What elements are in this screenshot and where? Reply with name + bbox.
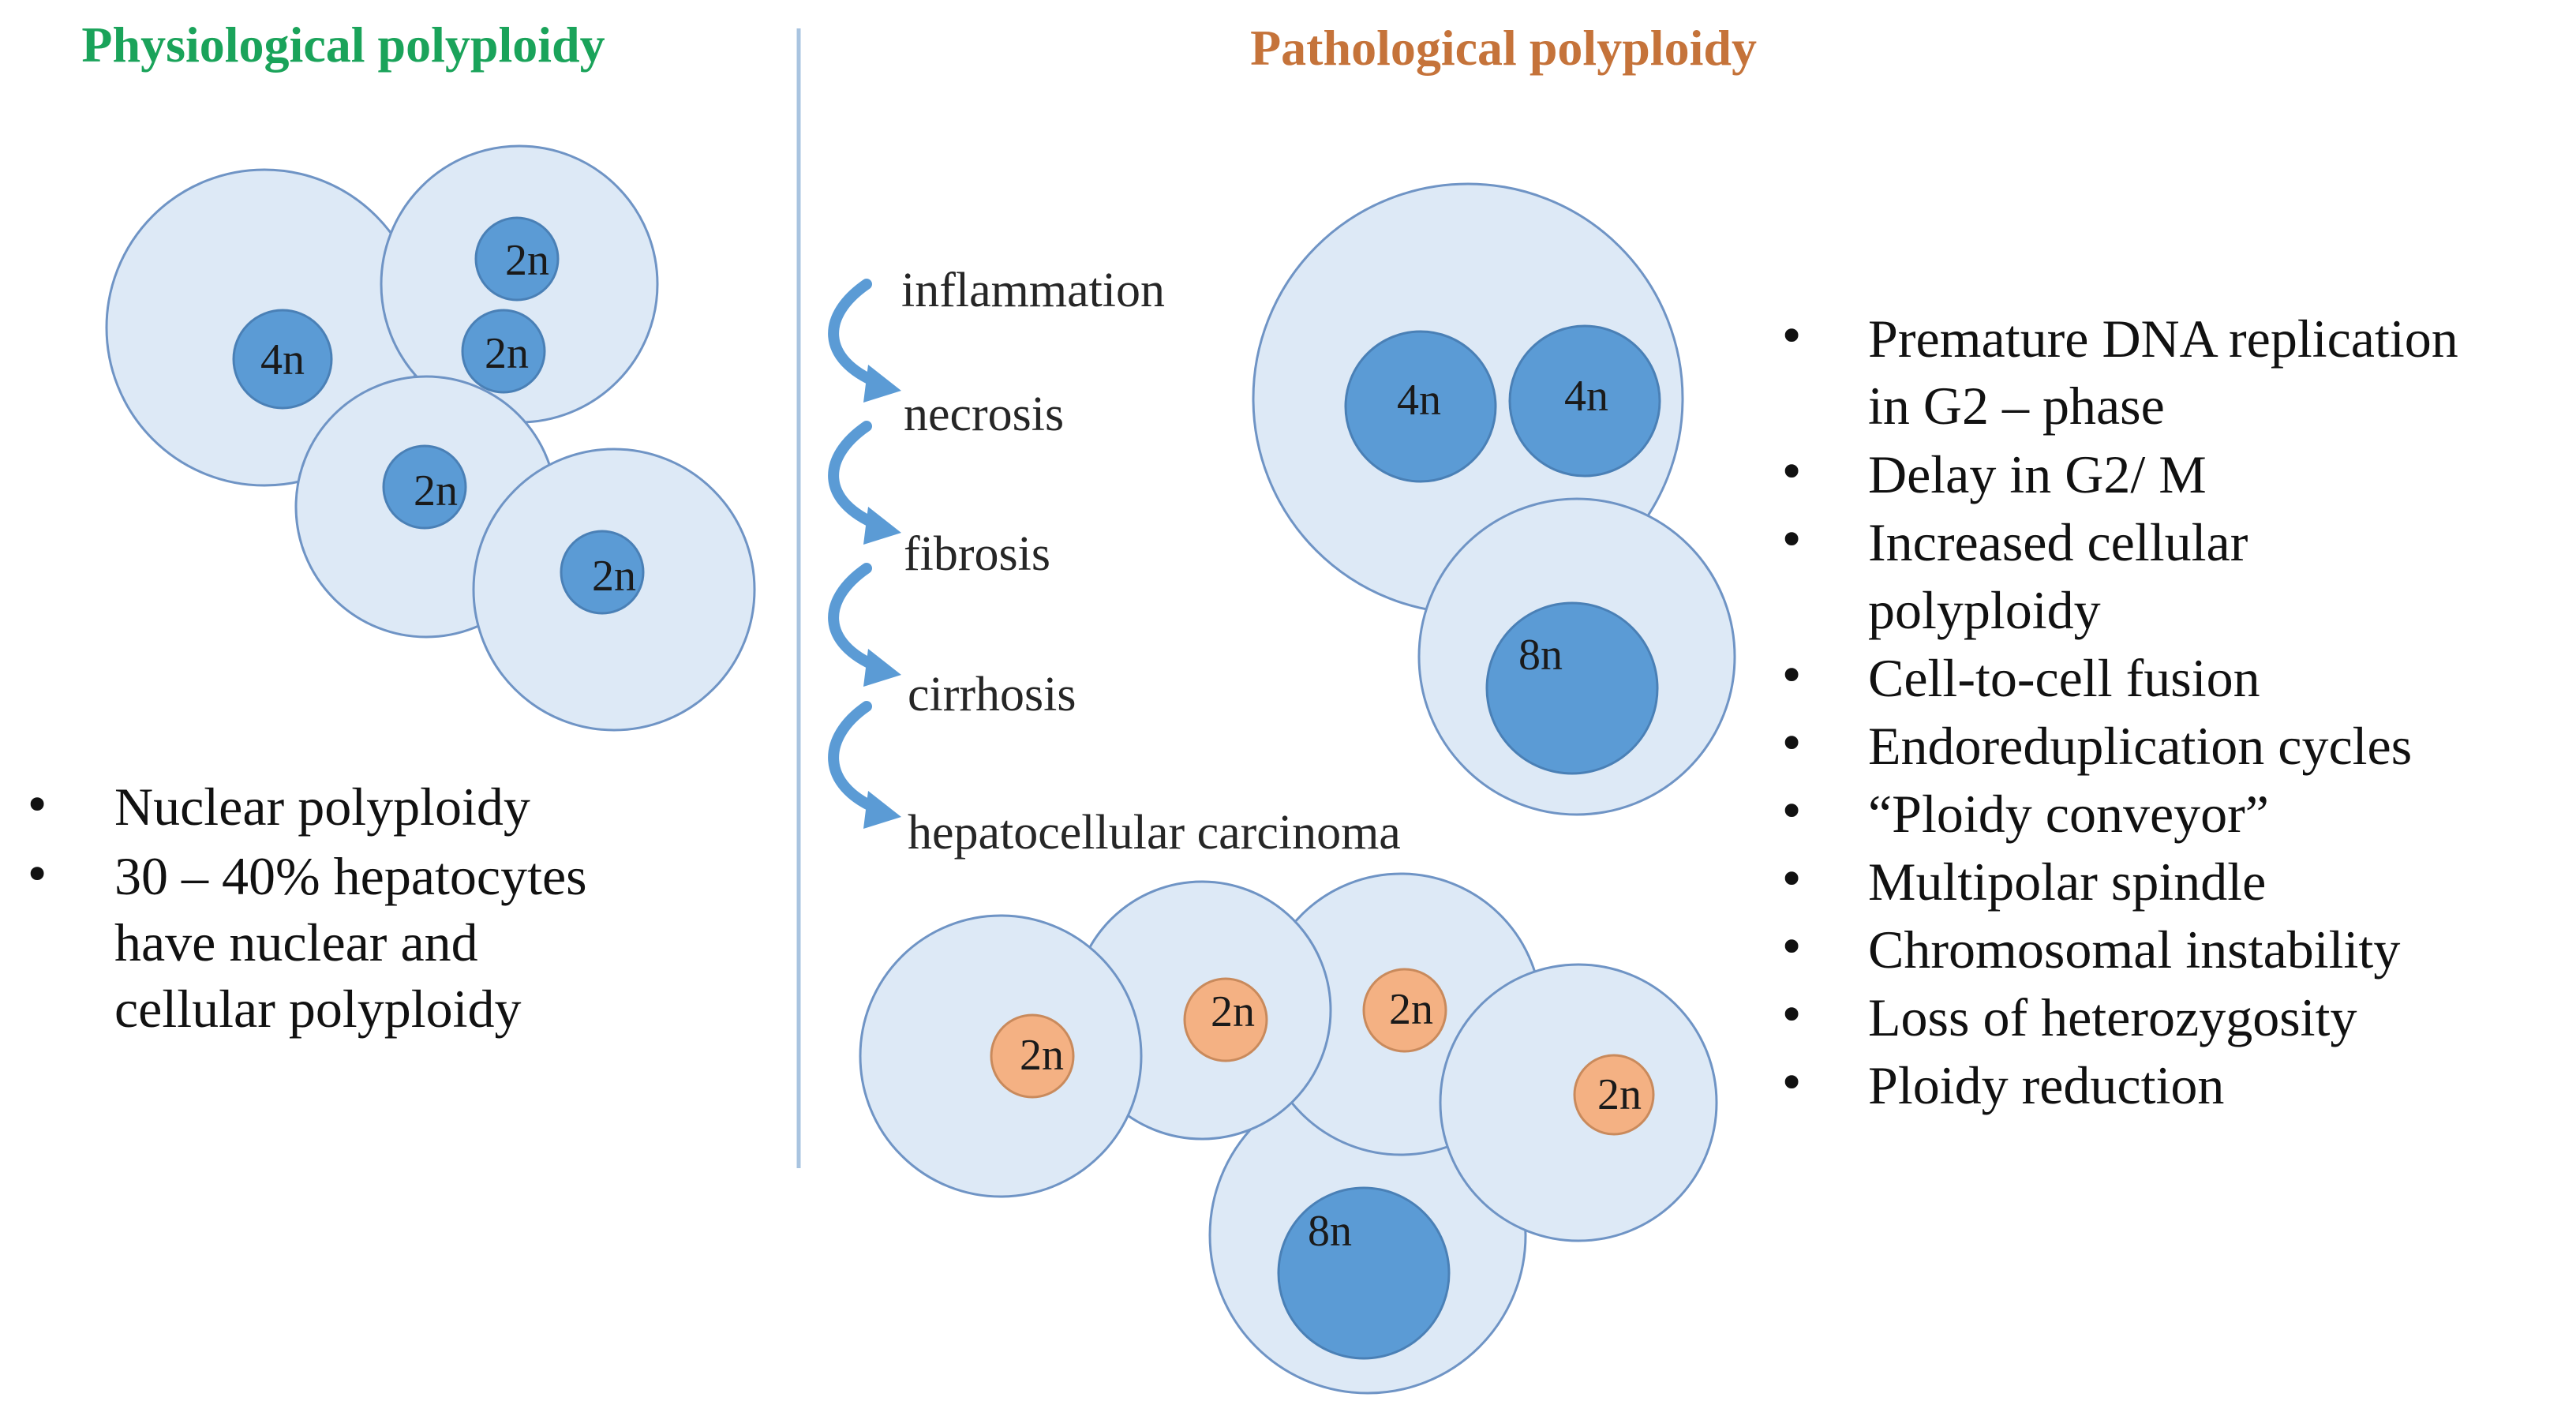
arrowhead: [863, 365, 901, 403]
nucleus-8n: [1277, 1186, 1451, 1360]
nucleus-2n-abnormal: [1362, 968, 1447, 1053]
pathological-upper-cells: 4n 4n 8n: [1252, 182, 1736, 816]
list-item-continued: have nuclear and: [114, 912, 478, 972]
curved-arrow: [828, 563, 883, 672]
physiological-cell-cluster: 4n 2n 2n 2n 2n: [105, 144, 756, 732]
nucleus-label: 8n: [1518, 631, 1563, 680]
nucleus-label: 4n: [260, 335, 305, 384]
bullet-dot: •: [1778, 309, 1805, 363]
list-item: Loss of heterozygosity: [1868, 987, 2357, 1047]
nucleus-2n: [382, 444, 467, 530]
nucleus-label: 2n: [505, 236, 549, 285]
list-item: Nuclear polyploidy: [114, 777, 530, 837]
pathological-title: Pathological polyploidy: [1250, 20, 1757, 76]
nucleus-8n: [1485, 601, 1659, 775]
arrowhead: [863, 791, 901, 829]
list-item: Chromosomal instability: [1868, 920, 2400, 980]
stage-fibrosis: fibrosis: [904, 527, 1050, 581]
list-item: Ploidy reduction: [1868, 1055, 2224, 1115]
physiological-title: Physiological polyploidy: [81, 17, 605, 73]
list-item: Premature DNA replication: [1868, 309, 2458, 369]
list-item: Cell-to-cell fusion: [1868, 648, 2260, 708]
nucleus-4n: [232, 309, 333, 410]
bullet-dot: •: [24, 848, 51, 901]
physiological-features-list: • Nuclear polyploidy • 30 – 40% hepatocy…: [24, 777, 587, 1039]
nucleus-label: 4n: [1397, 376, 1441, 425]
pathological-mechanisms-list: • Premature DNA replication in G2 – phas…: [1778, 309, 2458, 1115]
arrowhead: [863, 507, 901, 545]
curved-arrow: [828, 701, 883, 815]
bullet-dot: •: [1778, 852, 1805, 906]
list-item: Delay in G2/ M: [1868, 444, 2207, 504]
nucleus-label: 2n: [485, 329, 529, 378]
bullet-dot: •: [1778, 445, 1805, 499]
list-item-continued: polyploidy: [1868, 580, 2101, 640]
nucleus-4n: [1344, 330, 1497, 483]
stage-hepatocellular-carcinoma: hepatocellular carcinoma: [908, 806, 1401, 860]
list-item: Increased cellular: [1868, 512, 2248, 572]
stage-cirrhosis: cirrhosis: [908, 668, 1076, 721]
bullet-dot: •: [1778, 1056, 1805, 1110]
bullet-dot: •: [1778, 988, 1805, 1042]
bullet-dot: •: [24, 778, 51, 832]
nucleus-label: 2n: [1597, 1070, 1642, 1119]
bullet-dot: •: [1778, 649, 1805, 702]
list-item: “Ploidy conveyor”: [1868, 784, 2269, 844]
arrowhead: [863, 649, 901, 687]
nucleus-label: 2n: [414, 466, 458, 515]
nucleus-2n-abnormal: [1183, 977, 1268, 1062]
nucleus-2n: [474, 216, 560, 302]
nucleus-label: 4n: [1564, 372, 1608, 421]
nucleus-2n-abnormal: [990, 1013, 1075, 1099]
list-item: Multipolar spindle: [1868, 852, 2266, 912]
nucleus-label: 2n: [592, 552, 636, 601]
curved-arrow: [828, 279, 883, 388]
nucleus-2n: [461, 309, 546, 394]
stage-necrosis: necrosis: [904, 388, 1064, 441]
bullet-dot: •: [1778, 717, 1805, 770]
nucleus-2n: [560, 530, 645, 615]
nucleus-label: 2n: [1211, 987, 1255, 1036]
nucleus-label: 2n: [1020, 1031, 1064, 1080]
nucleus-label: 8n: [1308, 1207, 1352, 1256]
curved-arrow: [828, 421, 883, 530]
list-item-continued: in G2 – phase: [1868, 376, 2165, 436]
bullet-dot: •: [1778, 513, 1805, 567]
list-item: 30 – 40% hepatocytes: [114, 846, 587, 906]
bullet-dot: •: [1778, 785, 1805, 838]
bullet-dot: •: [1778, 920, 1805, 974]
list-item: Endoreduplication cycles: [1868, 716, 2412, 776]
nucleus-label: 2n: [1389, 985, 1433, 1034]
nucleus-2n-abnormal: [1573, 1054, 1655, 1136]
list-item-continued: cellular polyploidy: [114, 979, 522, 1039]
pathological-lower-cells: 8n 2n 2n 2n 2n: [859, 872, 1718, 1395]
stage-inflammation: inflammation: [901, 264, 1165, 317]
nucleus-4n: [1508, 324, 1661, 478]
disease-progression: inflammation necrosis fibrosis cirrhosis…: [828, 264, 1401, 860]
